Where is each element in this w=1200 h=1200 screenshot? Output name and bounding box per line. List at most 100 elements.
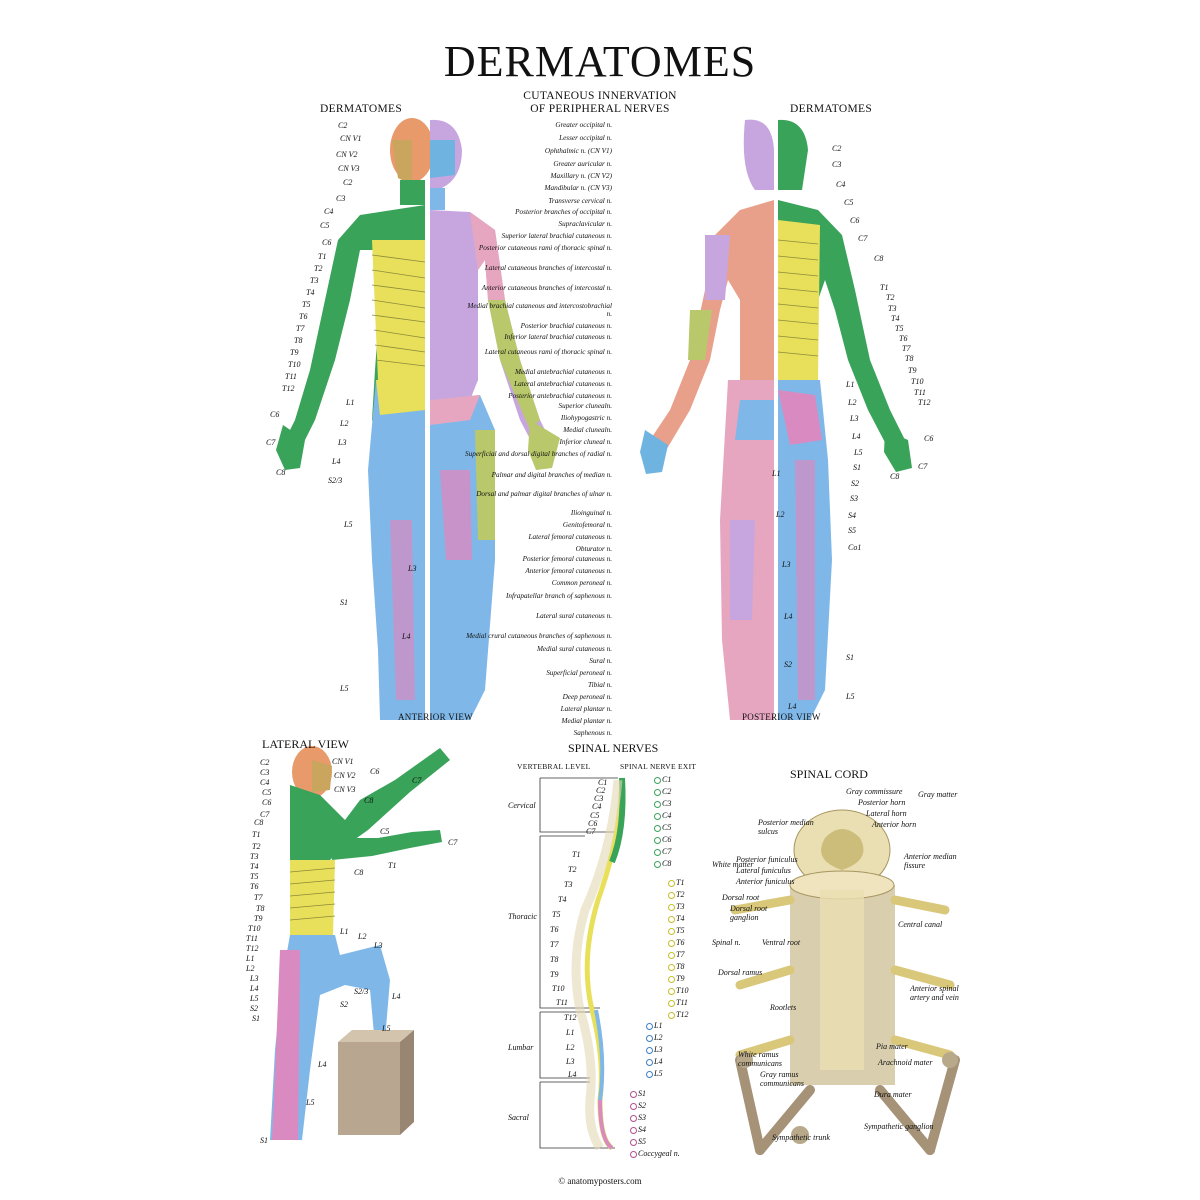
nerve-label: Lateral sural cutaneous n.	[536, 612, 612, 620]
cord-label: Gray ramus communicans	[760, 1070, 804, 1088]
vertebra-label: C1	[598, 778, 608, 787]
dermatome-label: L3	[250, 974, 259, 983]
dermatome-label: L5	[846, 692, 855, 701]
dermatome-label: L3	[408, 564, 417, 573]
dermatome-label: S1	[260, 1136, 268, 1145]
nerve-label: Palmar and digital branches of median n.	[491, 471, 612, 479]
vertebral-region-label: Thoracic	[508, 912, 537, 921]
dermatome-label: C3	[336, 194, 346, 203]
dermatome-label: T3	[888, 304, 897, 313]
nerve-label: Lateral antebrachial cutaneous n.	[514, 380, 612, 388]
nerve-exit-dot	[654, 825, 661, 832]
nerve-label: Medial brachial cutaneous and intercosto…	[467, 302, 612, 319]
nerve-exit-label: S5	[638, 1137, 646, 1146]
nerve-label: Greater auricular n.	[553, 160, 612, 168]
dermatome-label: S1	[853, 463, 861, 472]
nerve-exit-dot	[630, 1139, 637, 1146]
dermatome-label: CN V1	[332, 757, 354, 766]
nerve-label: Genitofemoral n.	[562, 521, 612, 529]
dermatome-label: T7	[296, 324, 305, 333]
dermatome-label: L4	[788, 702, 797, 711]
dermatome-label: CN V2	[334, 771, 356, 780]
dermatome-label: C7	[260, 810, 270, 819]
dermatome-label: S2	[340, 1000, 348, 1009]
cord-label: Central canal	[898, 920, 943, 929]
dermatome-label: S5	[848, 526, 856, 535]
vertebra-label: T8	[550, 955, 559, 964]
dermatome-label: T6	[250, 882, 259, 891]
nerve-exit-dot	[654, 813, 661, 820]
nerve-exit-label: T5	[676, 926, 685, 935]
dermatome-label: L1	[346, 398, 355, 407]
dermatome-label: C7	[448, 838, 458, 847]
dermatome-label: S2/3	[328, 476, 343, 485]
dermatome-label: S2	[784, 660, 792, 669]
nerve-exit-dot	[668, 916, 675, 923]
nerve-exit-label: S3	[638, 1113, 646, 1122]
poster-title: DERMATOMES	[443, 37, 757, 86]
nerve-exit-dot	[654, 837, 661, 844]
vertebra-label: T12	[564, 1013, 577, 1022]
nerve-exit-label: T8	[676, 962, 685, 971]
nerve-exit-dot	[630, 1127, 637, 1134]
nerve-exit-label: L2	[654, 1033, 663, 1042]
dermatome-label: T7	[254, 893, 263, 902]
cord-label: White matter	[712, 860, 754, 869]
nerve-exit-dot	[630, 1091, 637, 1098]
nerve-exit-label: T4	[676, 914, 685, 923]
dermatome-label: T6	[299, 312, 308, 321]
nerve-exit-dot	[630, 1115, 637, 1122]
nerve-label: Sural n.	[589, 657, 612, 665]
nerve-exit-label: C6	[662, 835, 672, 844]
dermatome-label: L2	[340, 419, 349, 428]
nerve-exit-dot	[646, 1023, 653, 1030]
nerve-exit-label: T1	[676, 878, 685, 887]
nerve-exit-dot	[668, 988, 675, 995]
dermatome-label: T3	[250, 852, 259, 861]
nerve-exit-label: C7	[662, 847, 672, 856]
nerve-label: Tibial n.	[588, 681, 612, 689]
dermatome-label: C8	[890, 472, 900, 481]
dermatome-label: T8	[256, 904, 265, 913]
vertebra-label: T11	[556, 998, 568, 1007]
dermatome-label: T10	[288, 360, 301, 369]
dermatome-label: S1	[846, 653, 854, 662]
nerve-label: Deep peroneal n.	[562, 693, 612, 701]
dermatome-label: L1	[340, 927, 349, 936]
nerve-exit-label: T6	[676, 938, 685, 947]
dermatome-label: T1	[388, 861, 397, 870]
vertebra-label: T2	[568, 865, 577, 874]
vertebra-label: T1	[572, 850, 581, 859]
nerve-exit-label: L5	[654, 1069, 663, 1078]
nerve-label: Posterior antebrachial cutaneous n.	[508, 392, 612, 400]
dermatome-label: L1	[846, 380, 855, 389]
nerve-label: Lateral cutaneous rami of thoracic spina…	[484, 348, 612, 356]
vertebra-label: C6	[588, 819, 598, 828]
dermatome-label: L5	[250, 994, 259, 1003]
nerve-exit-label: T9	[676, 974, 685, 983]
cord-label: Posterior funiculus	[736, 855, 798, 864]
cord-label: Spinal n.	[712, 938, 741, 947]
vertebral-region-label: Sacral	[508, 1113, 529, 1122]
nerve-exit-label: C3	[662, 799, 672, 808]
dermatome-label: C2	[832, 144, 842, 153]
dermatome-label: CN V2	[336, 150, 358, 159]
nerve-label: Superficial peroneal n.	[546, 669, 612, 677]
copyright: © anatomyposters.com	[558, 1176, 642, 1186]
nerve-label: Medial antebrachial cutaneous n.	[514, 368, 612, 376]
vertebra-label: T7	[550, 940, 559, 949]
nerve-exit-label: L4	[654, 1057, 663, 1066]
dermatome-label: L4	[332, 457, 341, 466]
dermatome-label: S3	[850, 494, 858, 503]
nerve-label: Lateral plantar n.	[560, 705, 612, 713]
nerve-exit-label: T12	[676, 1010, 689, 1019]
nerve-label: Superior lateral brachial cutaneous n.	[501, 232, 612, 240]
vertebra-label: T9	[550, 970, 559, 979]
dermatome-label: T1	[252, 830, 261, 839]
dermatome-label: S4	[848, 511, 856, 520]
spinal-cord-title: SPINAL CORD	[790, 767, 868, 781]
vertebra-label: T5	[552, 910, 561, 919]
nerve-exit-dot	[654, 849, 661, 856]
nerve-exit-label: T2	[676, 890, 685, 899]
